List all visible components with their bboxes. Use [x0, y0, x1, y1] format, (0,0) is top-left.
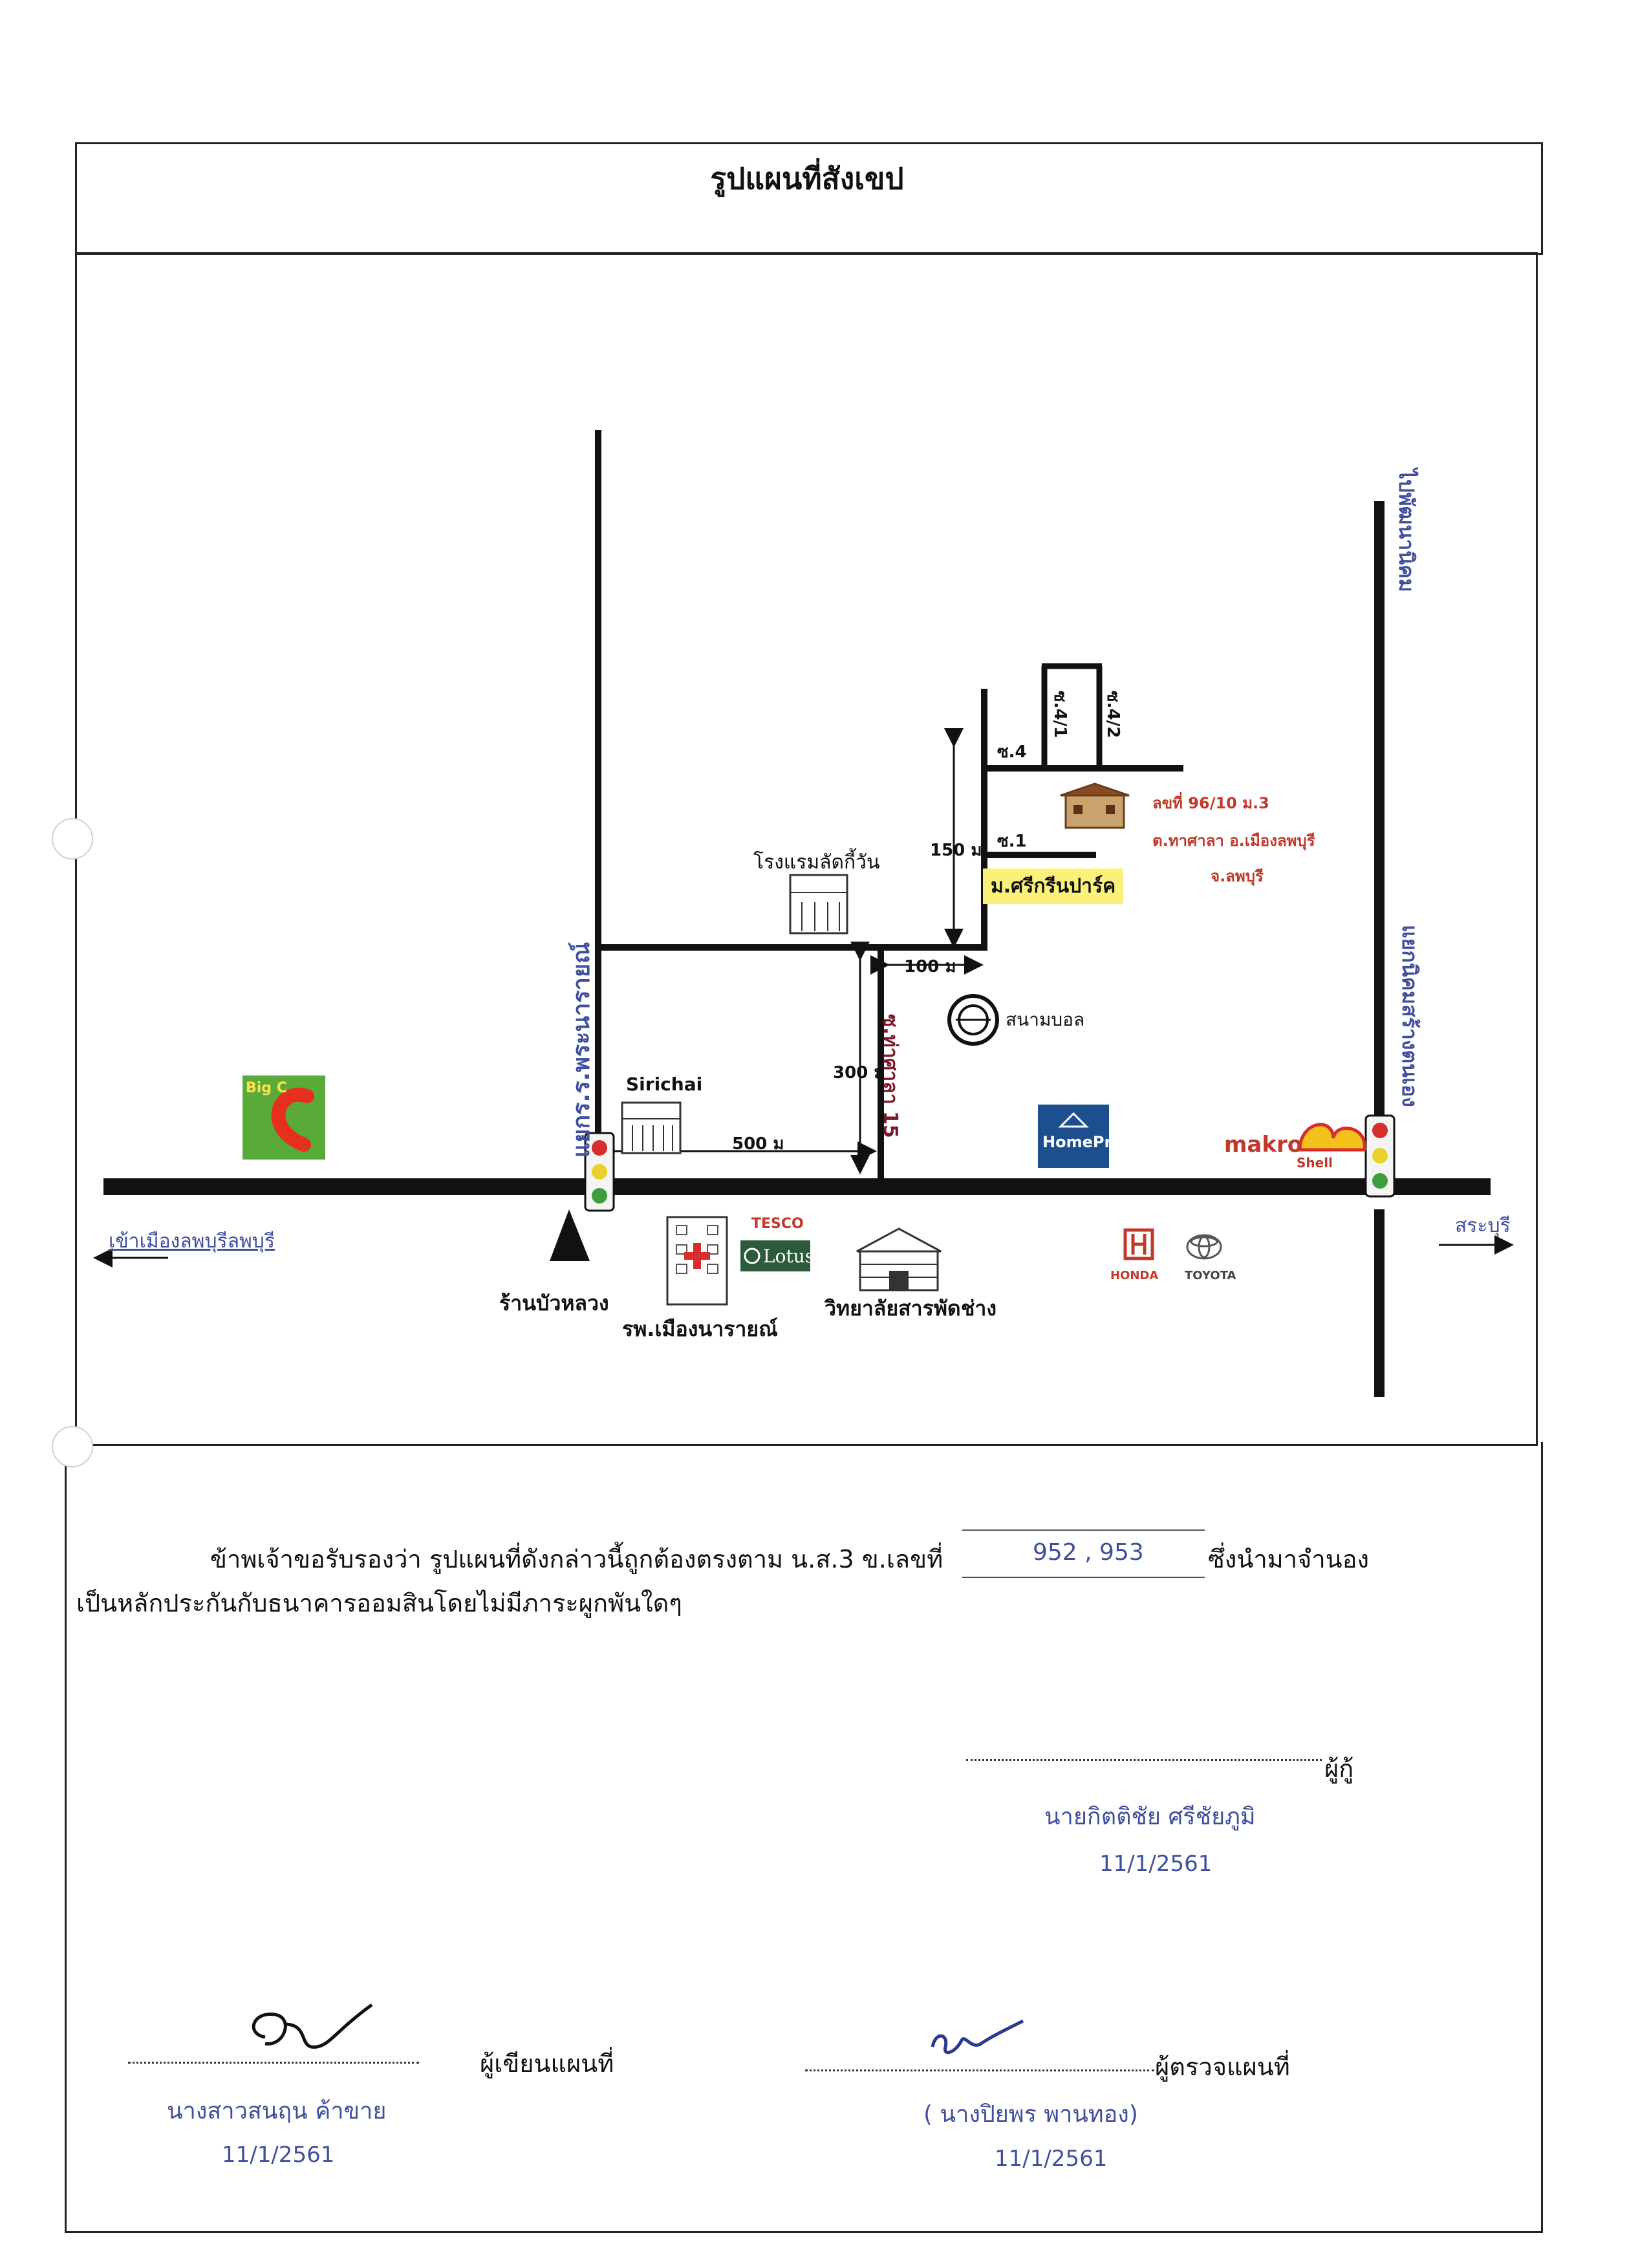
lotus-label: Lotus	[763, 1246, 815, 1267]
distance-300-label: 300 ม	[833, 1063, 885, 1083]
drafter-signature-line	[128, 2062, 419, 2064]
stadium-label: สนามบอล	[1006, 1009, 1085, 1030]
shell-label: Shell	[1297, 1155, 1333, 1171]
shell-logo-icon	[1298, 1123, 1366, 1152]
checker-date: 11/1/2561	[995, 2146, 1108, 2172]
certification-line1: ข้าพเจ้าขอรับรองว่า รูปแผนที่ดังกล่าวนี้…	[210, 1545, 943, 1573]
lotus-logo-icon	[740, 1240, 810, 1271]
page-title: รูปแผนที่สังเขป	[710, 161, 904, 196]
toyota-logo-icon	[1186, 1234, 1222, 1260]
west-direction-label: เข้าเมืองลพบุรีลพบุรี	[109, 1230, 275, 1253]
borrower-role: ผู้กู้	[1324, 1755, 1354, 1783]
parcel-line1: ลขที่ 96/10 ม.3	[1152, 794, 1269, 812]
east-direction-label: สระบุรี	[1455, 1215, 1511, 1237]
honda-logo-icon	[1123, 1228, 1154, 1260]
soi-4-2-label: ซ.4/2	[1103, 691, 1123, 739]
hotel-icon	[789, 874, 848, 934]
drafter-date: 11/1/2561	[222, 2142, 335, 2168]
soi-4-1-label: ซ.4/1	[1050, 691, 1070, 739]
punch-hole	[52, 1426, 93, 1467]
checker-signature-line	[805, 2069, 1154, 2071]
homepro-label: HomePro	[1042, 1133, 1123, 1151]
big-c-label: Big C	[246, 1080, 287, 1096]
borrower-signature-line	[966, 1759, 1322, 1761]
borrower-date: 11/1/2561	[1099, 1851, 1212, 1877]
certification-line2: เป็นหลักประกันกับธนาคารออมสินโดยไม่มีภาร…	[76, 1589, 682, 1617]
shop-marker	[550, 1209, 590, 1261]
deed-numbers: 952 , 953	[1033, 1539, 1144, 1566]
lower-frame	[65, 1442, 1543, 2233]
hotel-label: โรงแรมลัดกี้วัน	[753, 851, 880, 874]
stadium-icon	[947, 994, 999, 1046]
sirichai-label: Sirichai	[626, 1074, 703, 1095]
deed-bottom-rule	[962, 1577, 1205, 1578]
big-c-logo-icon	[242, 1075, 325, 1160]
distance-500-label: 500 ม	[732, 1134, 784, 1154]
west-junction-label: แยกร.ร.พระนารายณ์	[568, 942, 595, 1158]
parcel-house-icon	[1060, 783, 1130, 829]
checker-signature-icon	[931, 2019, 1024, 2055]
shop-label: ร้านบัวหลวง	[499, 1291, 609, 1315]
sirichai-icon	[621, 1101, 682, 1154]
punch-hole	[52, 818, 93, 859]
drafter-signature-icon	[252, 2003, 373, 2049]
makro-label: makro	[1224, 1132, 1303, 1158]
east-junction-label: แยกนิคมสร้างตนเอง	[1397, 925, 1422, 1107]
college-icon	[856, 1227, 942, 1291]
deed-top-rule	[962, 1529, 1205, 1531]
soi-4-label: ซ.4	[997, 742, 1027, 762]
soi-1-label: ซ.1	[997, 832, 1027, 851]
toyota-label: TOYOTA	[1185, 1269, 1236, 1282]
tesco-label: TESCO	[751, 1216, 804, 1232]
hospital-icon	[666, 1216, 728, 1306]
homepro-logo-icon	[1038, 1105, 1109, 1168]
east-north-label: ไปพัฒนานิคม	[1394, 469, 1419, 592]
checker-name: ( นางปิยพร พานทอง)	[923, 2101, 1138, 2128]
certification-line1-end: ซึ่งนำมาจำนอง	[1208, 1545, 1370, 1573]
parcel-line2: ต.ทาศาลา อ.เมืองลพบุรี	[1152, 832, 1315, 850]
traffic-light-west	[584, 1132, 615, 1212]
village-label: ม.ศรีกรีนปาร์ค	[983, 869, 1124, 904]
traffic-light-east	[1364, 1114, 1396, 1198]
college-label: วิทยาลัยสารพัดช่าง	[824, 1296, 997, 1321]
checker-role: ผู้ตรวจแผนที่	[1155, 2053, 1290, 2081]
borrower-name: นายกิตติชัย ศรีชัยภูมิ	[1044, 1804, 1256, 1830]
drafter-name: นางสาวสนฤน ค้าขาย	[167, 2098, 387, 2124]
hospital-label: รพ.เมืองนารายณ์	[622, 1317, 778, 1341]
honda-label: HONDA	[1110, 1269, 1159, 1282]
drafter-role: ผู้เขียนแผนที่	[480, 2049, 614, 2078]
distance-150-label: 150 ม	[930, 841, 982, 860]
distance-100-label: 100 ม	[904, 957, 956, 977]
parcel-line3: จ.ลพบุรี	[1211, 867, 1264, 885]
